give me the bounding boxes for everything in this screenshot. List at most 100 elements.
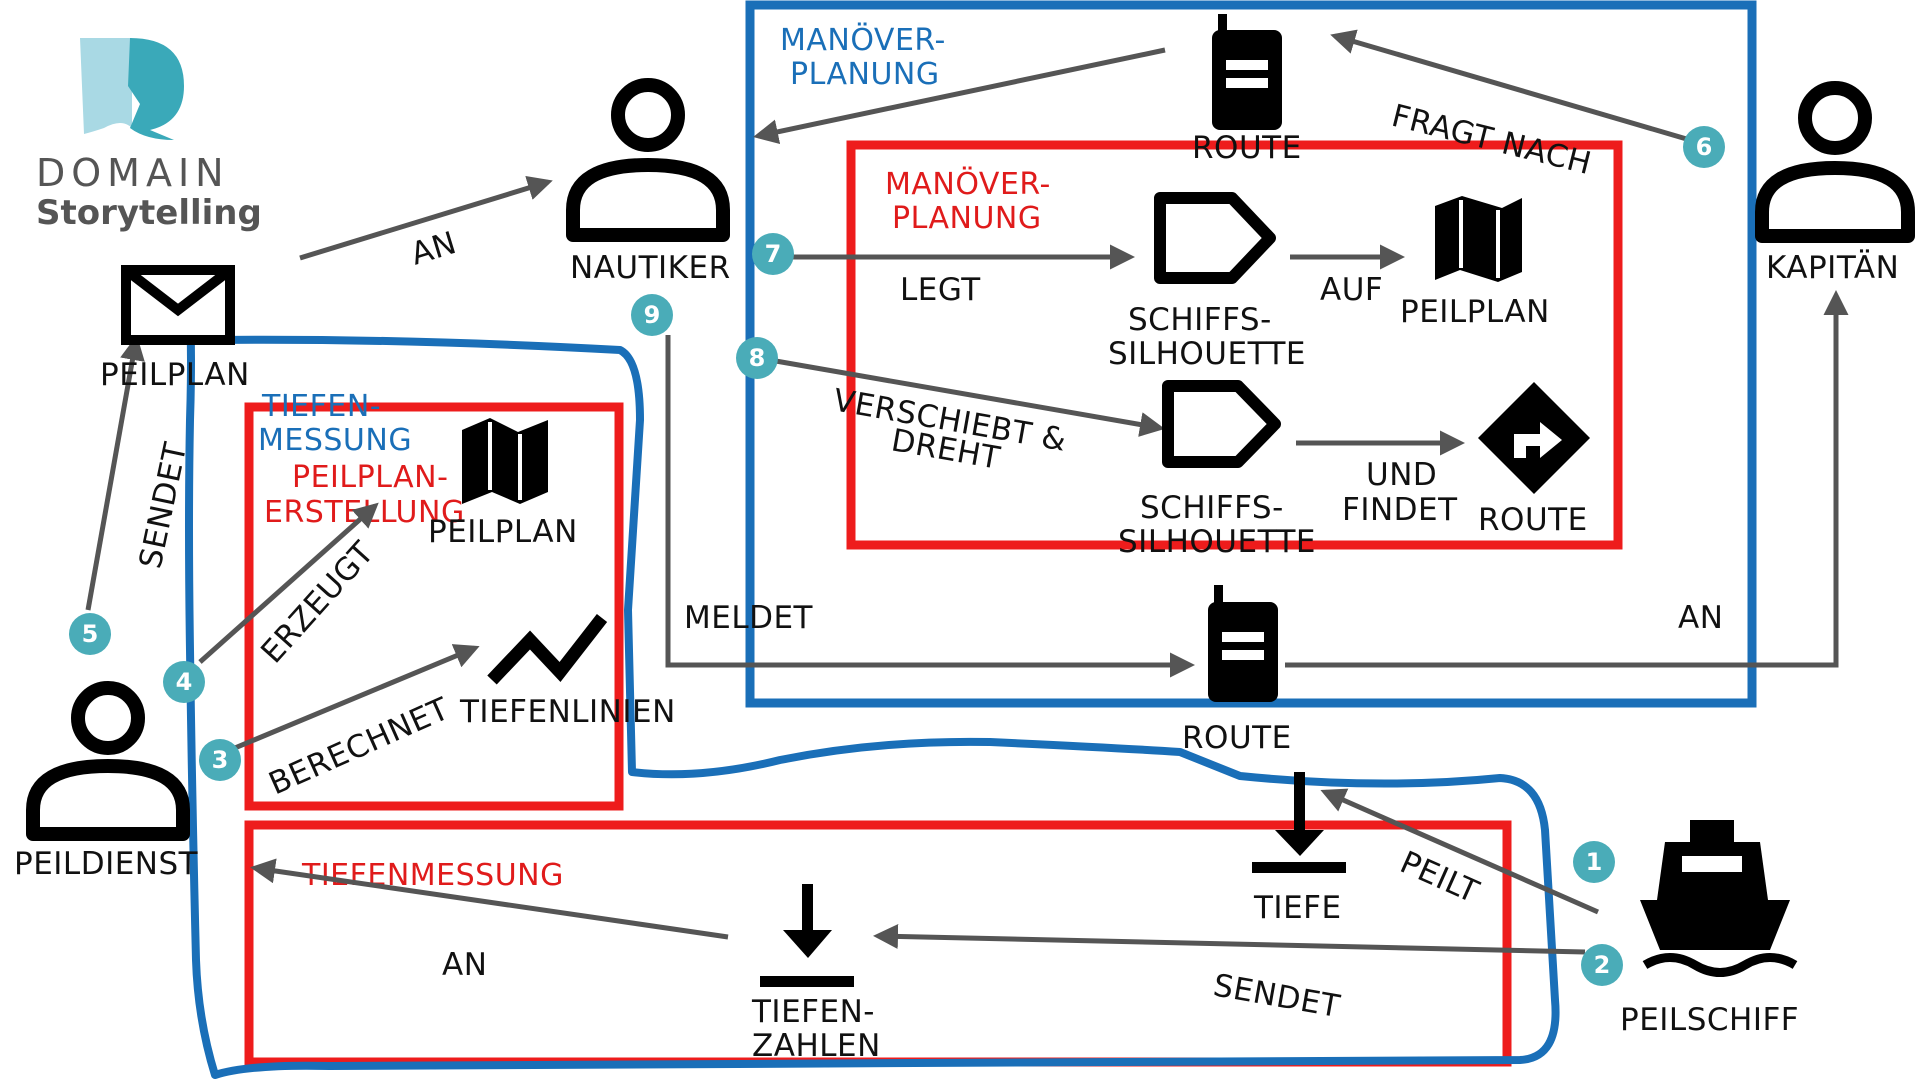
tag-icon bbox=[1162, 380, 1281, 468]
sequence-badge-3: 3 bbox=[199, 739, 241, 781]
svg-text:4: 4 bbox=[176, 668, 193, 696]
depth-arrow-icon bbox=[1252, 772, 1346, 873]
arrow-route-to-nautiker bbox=[753, 47, 1166, 145]
arrow-meldet-route bbox=[665, 335, 1195, 678]
person-icon bbox=[566, 78, 730, 242]
work-object-label-peilplan-left: PEILPLAN bbox=[428, 514, 578, 550]
map-icon bbox=[1435, 196, 1522, 282]
walkie-talkie-icon bbox=[1212, 14, 1282, 130]
map-icon bbox=[462, 418, 548, 504]
work-object-label-route-top: ROUTE bbox=[1192, 130, 1302, 166]
sequence-badge-6: 6 bbox=[1683, 126, 1725, 168]
work-object-peilplan-mail: PEILPLAN bbox=[100, 265, 250, 393]
work-object-label-tiefenzahlen-line2: ZAHLEN bbox=[752, 1028, 881, 1064]
work-object-label-tiefenlinien: TIEFENLINIEN bbox=[459, 694, 676, 730]
work-object-peilplan-left: PEILPLAN bbox=[428, 418, 578, 550]
arrow-verschiebt-silhouette bbox=[769, 357, 1165, 437]
arrow-peilt-tiefe bbox=[1320, 788, 1600, 915]
logo-bubble-left-icon bbox=[80, 38, 132, 134]
actor-nautiker: NAUTIKER bbox=[566, 78, 731, 286]
trend-line-icon bbox=[487, 614, 608, 685]
sequence-badge-2: 2 bbox=[1581, 944, 1623, 986]
ship-icon bbox=[1640, 820, 1798, 977]
svg-text:8: 8 bbox=[749, 344, 766, 372]
group-title-red-top-line1: MANÖVER- bbox=[885, 166, 1051, 202]
activity-label-auf: AUF bbox=[1320, 272, 1383, 308]
activity-label-und: UND bbox=[1366, 457, 1437, 493]
svg-text:9: 9 bbox=[644, 301, 661, 329]
person-icon bbox=[1755, 81, 1915, 243]
group-title-blue-top-line1: MANÖVER- bbox=[780, 22, 946, 58]
group-title-blue-left-line2: MESSUNG bbox=[258, 423, 412, 458]
svg-text:6: 6 bbox=[1696, 133, 1713, 161]
work-object-schiffssilhouette-2: SCHIFFS- SILHOUETTE bbox=[1118, 380, 1316, 560]
svg-text:1: 1 bbox=[1586, 848, 1603, 876]
person-icon bbox=[26, 681, 190, 841]
activity-label-sendet-bottom: SENDET bbox=[1211, 967, 1344, 1025]
activity-label-frag-nach: FRAGT NACH bbox=[1388, 98, 1595, 182]
actor-peildienst: PEILDIENST bbox=[14, 681, 199, 882]
group-title-blue-top-line2: PLANUNG bbox=[790, 57, 940, 92]
work-object-route-bottom: ROUTE bbox=[1182, 585, 1292, 756]
group-title-red-top-line2: PLANUNG bbox=[892, 201, 1042, 236]
work-object-tiefenlinien: TIEFENLINIEN bbox=[459, 614, 676, 730]
actor-peilschiff: PEILSCHIFF bbox=[1620, 820, 1799, 1038]
activity-label-an-right: AN bbox=[1678, 600, 1723, 636]
envelope-icon bbox=[121, 265, 235, 345]
group-title-red-bottom: TIEFENMESSUNG bbox=[301, 858, 564, 893]
arrow-berechnet-tiefenlinien bbox=[229, 644, 480, 753]
sequence-badge-7: 7 bbox=[752, 233, 794, 275]
svg-text:7: 7 bbox=[765, 240, 782, 268]
activity-label-legt: LEGT bbox=[900, 272, 981, 308]
activity-label-an-top: AN bbox=[407, 225, 461, 273]
arrow-route-an-kapitaen bbox=[1285, 290, 1849, 668]
sequence-badge-1: 1 bbox=[1573, 841, 1615, 883]
actor-label-peilschiff: PEILSCHIFF bbox=[1620, 1002, 1799, 1038]
actor-kapitaen: KAPITÄN bbox=[1755, 81, 1915, 286]
work-object-route-top: ROUTE bbox=[1192, 14, 1302, 166]
arrow-kapitaen-fragt-nach-route bbox=[1330, 29, 1691, 143]
work-object-label-peilplan-map: PEILPLAN bbox=[1400, 294, 1550, 330]
logo-line1: DOMAIN bbox=[36, 151, 230, 195]
logo-bubble-right-icon bbox=[128, 38, 184, 140]
activity-label-meldet: MELDET bbox=[684, 600, 814, 636]
domain-storytelling-logo: DOMAIN Storytelling bbox=[36, 38, 262, 233]
sequence-badge-4: 4 bbox=[163, 661, 205, 703]
activity-label-an-bottom: AN bbox=[442, 947, 487, 983]
work-object-label-silhouette2-line2: SILHOUETTE bbox=[1118, 524, 1316, 560]
work-object-label-silhouette1-line1: SCHIFFS- bbox=[1128, 302, 1272, 338]
actor-label-nautiker: NAUTIKER bbox=[570, 250, 731, 286]
group-title-blue-left-line1: TIEFEN- bbox=[261, 389, 381, 424]
work-object-label-route-sign: ROUTE bbox=[1478, 502, 1588, 538]
depth-arrow-icon bbox=[760, 884, 854, 987]
work-object-label-route-bottom: ROUTE bbox=[1182, 720, 1292, 756]
group-box-red-manoeverplanung bbox=[846, 140, 1623, 550]
svg-text:3: 3 bbox=[212, 746, 229, 774]
sequence-badge-8: 8 bbox=[736, 337, 778, 379]
work-object-label-tiefe: TIEFE bbox=[1253, 890, 1342, 926]
group-title-red-left-line1: PEILPLAN- bbox=[292, 460, 448, 495]
work-object-route-sign: ROUTE bbox=[1478, 382, 1590, 538]
arrow-tiefenzahlen-an-peildienst bbox=[250, 858, 729, 940]
activity-label-berechnet: BERECHNET bbox=[264, 691, 456, 803]
svg-text:2: 2 bbox=[1594, 951, 1611, 979]
tag-icon bbox=[1154, 192, 1276, 284]
svg-text:5: 5 bbox=[82, 620, 99, 648]
work-object-peilplan-map: PEILPLAN bbox=[1400, 196, 1550, 330]
work-object-label-silhouette1-line2: SILHOUETTE bbox=[1108, 336, 1306, 372]
actor-label-kapitaen: KAPITÄN bbox=[1766, 250, 1899, 286]
work-object-tiefe: TIEFE bbox=[1252, 772, 1346, 926]
sequence-badge-5: 5 bbox=[69, 613, 111, 655]
work-object-label-tiefenzahlen-line1: TIEFEN- bbox=[751, 994, 875, 1030]
activity-label-findet: FINDET bbox=[1342, 492, 1458, 528]
logo-line2: Storytelling bbox=[36, 193, 262, 233]
walkie-talkie-icon bbox=[1208, 585, 1278, 702]
work-object-label-silhouette2-line1: SCHIFFS- bbox=[1140, 490, 1284, 526]
work-object-schiffssilhouette-1: SCHIFFS- SILHOUETTE bbox=[1108, 192, 1306, 372]
work-object-tiefenzahlen: TIEFEN- ZAHLEN bbox=[751, 884, 881, 1064]
arrow-sendet-tiefenzahlen bbox=[873, 923, 1586, 955]
work-object-label-peilplan-mail: PEILPLAN bbox=[100, 357, 250, 393]
actor-label-peildienst: PEILDIENST bbox=[14, 846, 199, 882]
